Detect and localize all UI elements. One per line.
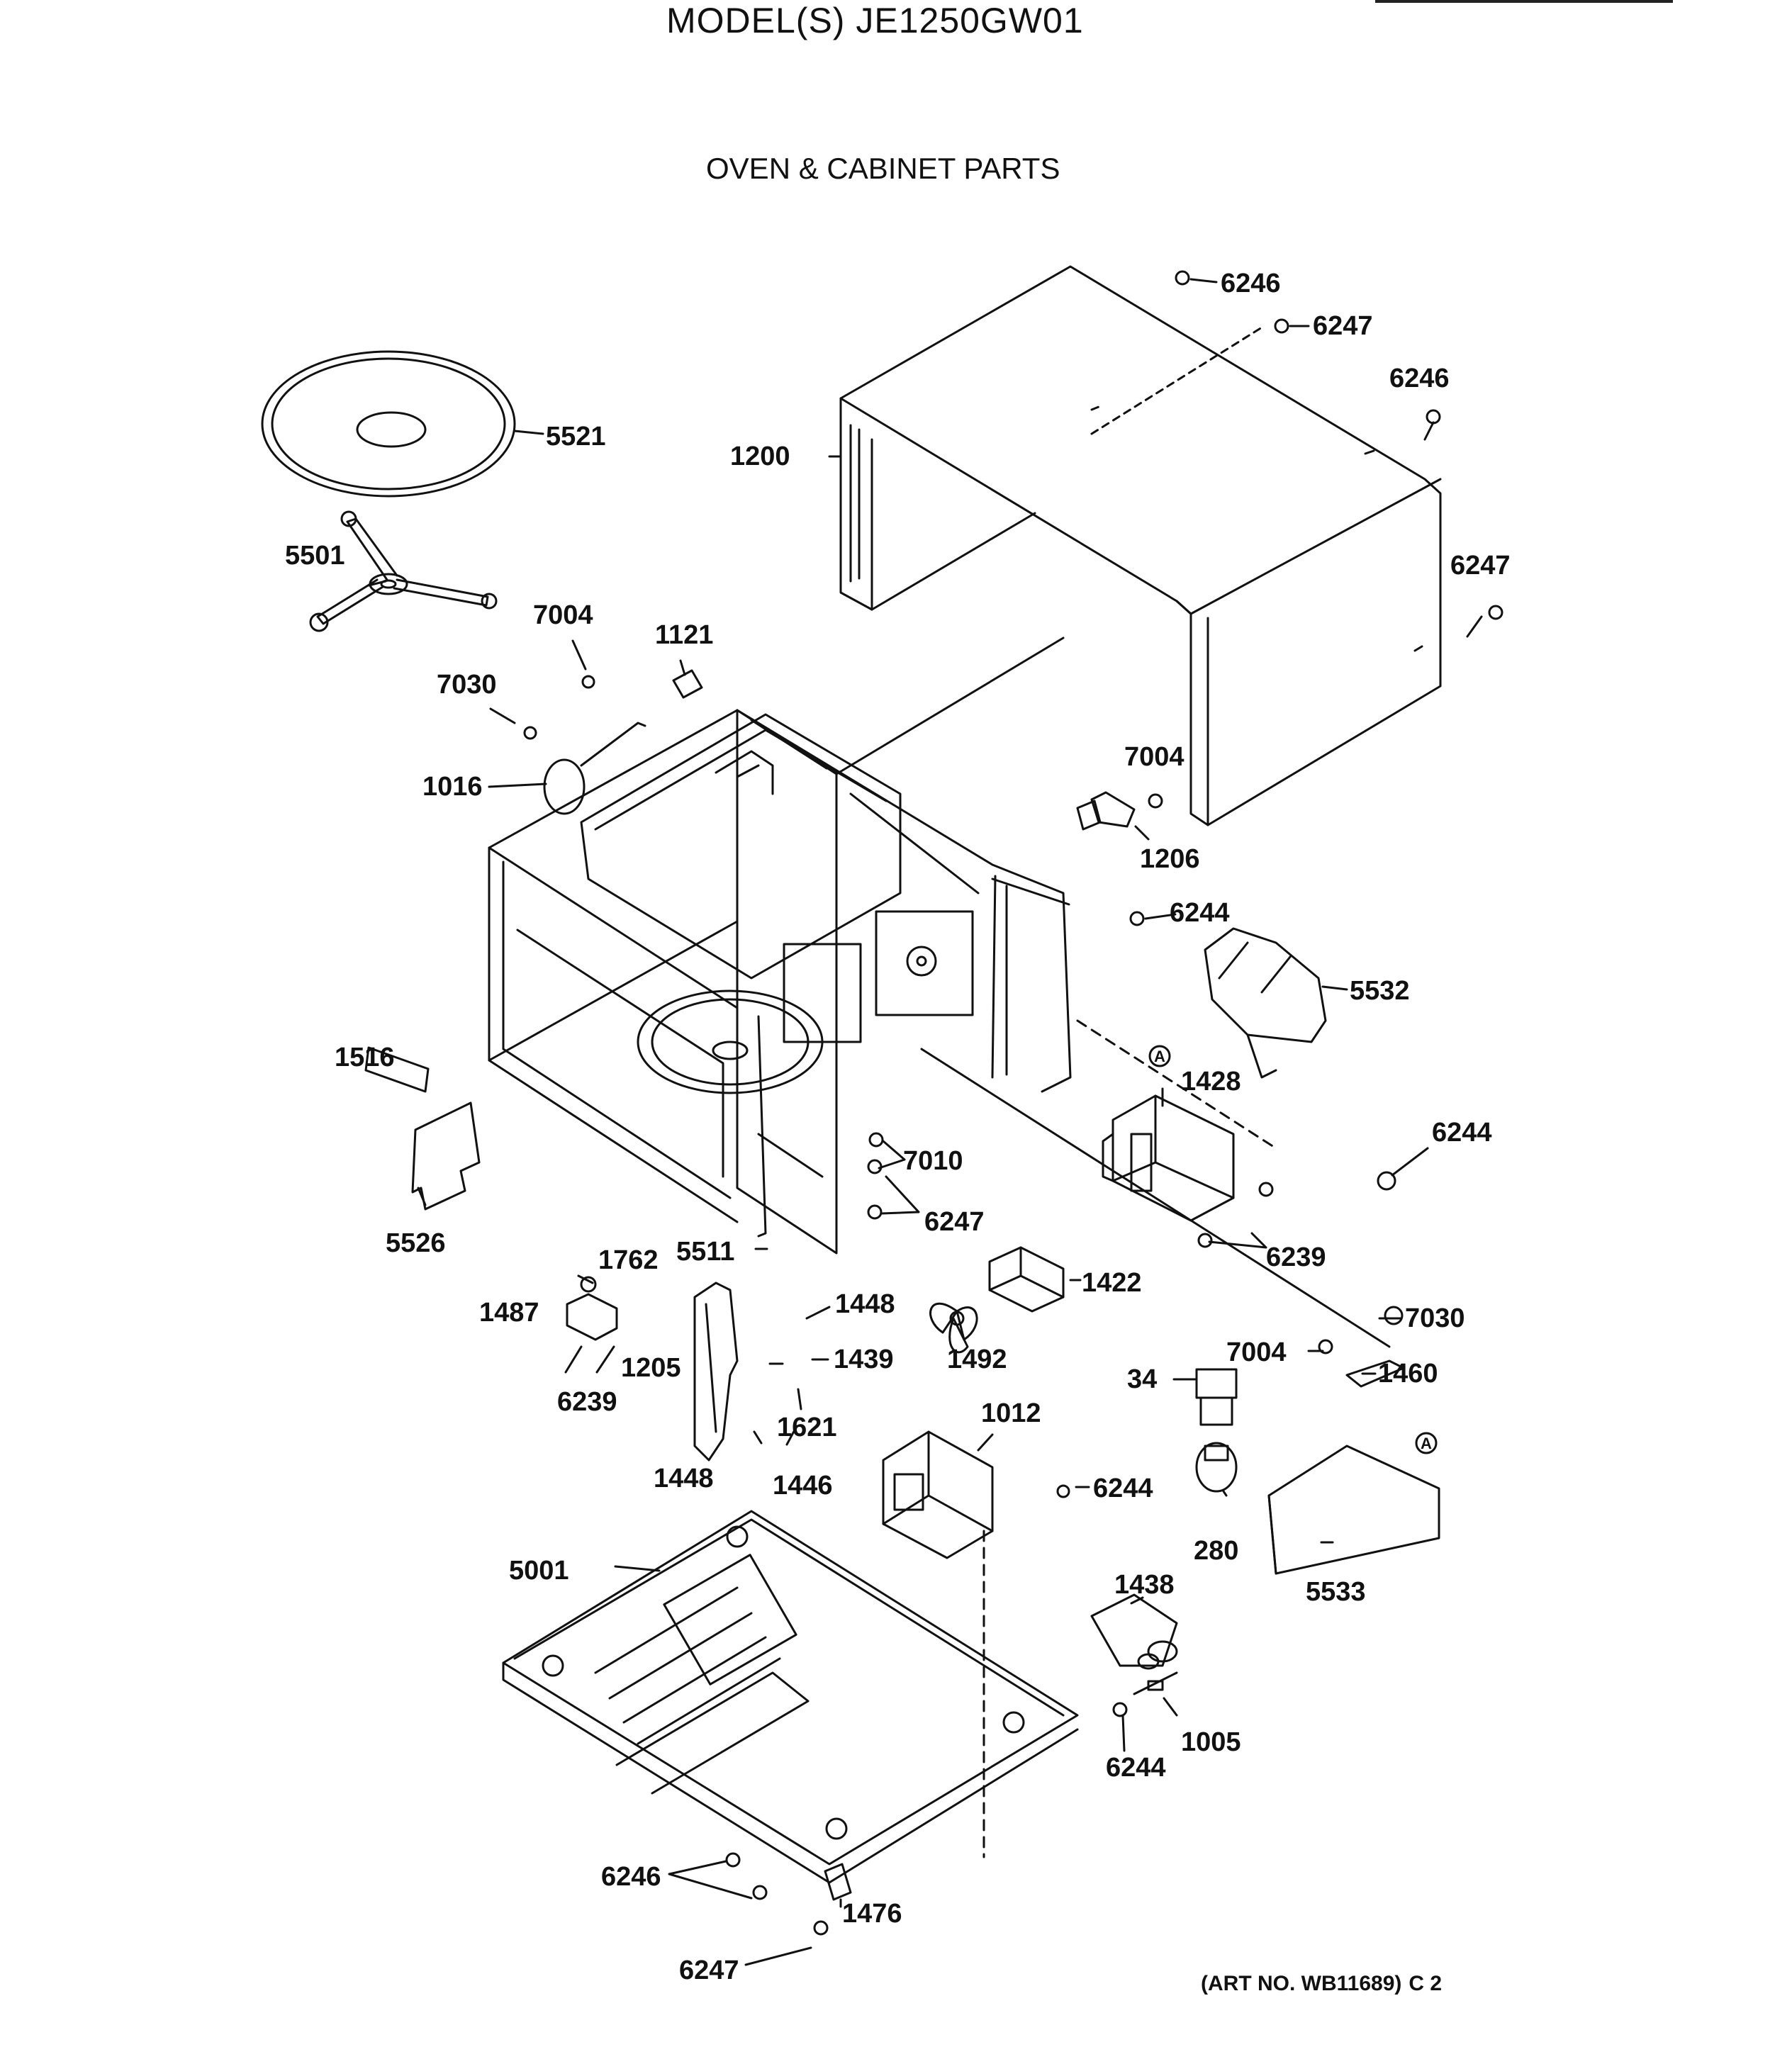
part-label: 6239	[1266, 1243, 1326, 1272]
part-label: 7030	[1405, 1303, 1465, 1333]
part-label: 5511	[676, 1237, 734, 1267]
turntable-motor	[566, 1276, 618, 1341]
foot	[824, 1863, 852, 1901]
part-label: 6239	[557, 1387, 617, 1417]
oven-cavity-assembly	[488, 636, 1072, 1255]
revision-code: C 2	[1409, 1972, 1443, 1995]
part-label: 5501	[285, 541, 345, 571]
part-label: 6247	[1313, 311, 1373, 341]
lamp-assembly	[1195, 1368, 1238, 1493]
part-label: 1762	[598, 1245, 659, 1275]
part-label: 7010	[903, 1146, 963, 1176]
hv-diode	[1133, 1671, 1178, 1695]
part-label: 5526	[386, 1228, 446, 1258]
part-label: 1448	[835, 1289, 895, 1319]
part-label: 1422	[1082, 1268, 1142, 1298]
latch-board	[693, 1281, 739, 1462]
part-label: 7004	[1124, 742, 1185, 772]
part-label: 34	[1127, 1364, 1157, 1394]
section-title: OVEN & CABINET PARTS	[706, 152, 1060, 185]
part-label: 1016	[422, 772, 483, 802]
reference-marker-a-upper	[1148, 1045, 1171, 1067]
part-label: 6244	[1170, 898, 1230, 928]
part-label: 1439	[834, 1345, 894, 1374]
part-label: 1206	[1140, 844, 1200, 874]
interlock-bracket	[1076, 791, 1163, 831]
leader-lines	[367, 278, 1483, 1966]
part-label: 6247	[924, 1207, 985, 1237]
part-label: 7004	[533, 600, 593, 630]
part-label: 1446	[773, 1471, 833, 1501]
part-label: 1012	[981, 1398, 1041, 1428]
part-label: 6246	[1221, 269, 1281, 298]
art-number-text: (ART NO. WB11689)	[1201, 1972, 1402, 1995]
part-label: 1492	[947, 1345, 1007, 1374]
waveguide-cover	[411, 1101, 481, 1211]
part-label: 5521	[546, 422, 606, 452]
part-label: 1005	[1181, 1727, 1241, 1757]
part-label: 280	[1194, 1536, 1238, 1566]
reference-marker-a-upper-text: A	[1154, 1048, 1165, 1065]
part-label: 6244	[1106, 1753, 1166, 1783]
fan-motor	[988, 1246, 1065, 1313]
fan-blade	[929, 1302, 978, 1354]
part-label: 5532	[1350, 976, 1410, 1006]
damper-assembly	[523, 669, 703, 815]
lamp-cover	[1267, 1445, 1440, 1575]
part-label: 7004	[1226, 1337, 1287, 1367]
hv-transformer	[882, 1430, 994, 1559]
label-plate	[364, 1046, 430, 1093]
part-label: 1476	[842, 1899, 902, 1929]
base-plate	[502, 1510, 1079, 1884]
hv-capacitor	[1090, 1593, 1178, 1670]
part-label: 1621	[777, 1413, 837, 1442]
part-label: 6247	[679, 1956, 739, 1985]
part-label: 1428	[1181, 1067, 1241, 1096]
lamp-bracket	[1345, 1306, 1405, 1388]
model-title: MODEL(S) JE1250GW01	[666, 1, 1084, 40]
part-label: 6246	[601, 1862, 661, 1892]
part-label: 1448	[654, 1464, 714, 1493]
part-label: 6247	[1450, 551, 1511, 580]
part-label: 1205	[621, 1353, 681, 1383]
outer-cabinet-wrap	[839, 265, 1442, 826]
turntable-tray	[261, 350, 516, 498]
part-label: 1200	[730, 442, 790, 471]
part-label: 7030	[437, 670, 497, 700]
part-label: 6244	[1432, 1118, 1492, 1148]
part-label: 1438	[1114, 1570, 1175, 1600]
art-number: (ART NO. WB11689) C 2	[1201, 1972, 1442, 1996]
part-label: 6246	[1389, 364, 1450, 393]
part-label: 1487	[479, 1298, 539, 1328]
magnetron	[1102, 1094, 1235, 1222]
part-label: 5001	[509, 1556, 569, 1586]
roller-support	[309, 510, 498, 632]
reference-marker-a-lower-text: A	[1421, 1435, 1432, 1452]
reference-marker-a-lower	[1415, 1432, 1438, 1454]
part-labels: 6246 6247 6246 6247 5521 1200 5501 7004 …	[285, 269, 1511, 1985]
air-guide	[1204, 927, 1327, 1079]
part-label: 1460	[1378, 1359, 1438, 1389]
part-label: 1121	[655, 620, 713, 650]
screws	[725, 270, 1503, 1936]
header-rule	[1375, 0, 1673, 3]
part-label: 6244	[1093, 1474, 1153, 1503]
part-label: 5533	[1306, 1577, 1366, 1607]
part-label: 1516	[335, 1043, 395, 1072]
